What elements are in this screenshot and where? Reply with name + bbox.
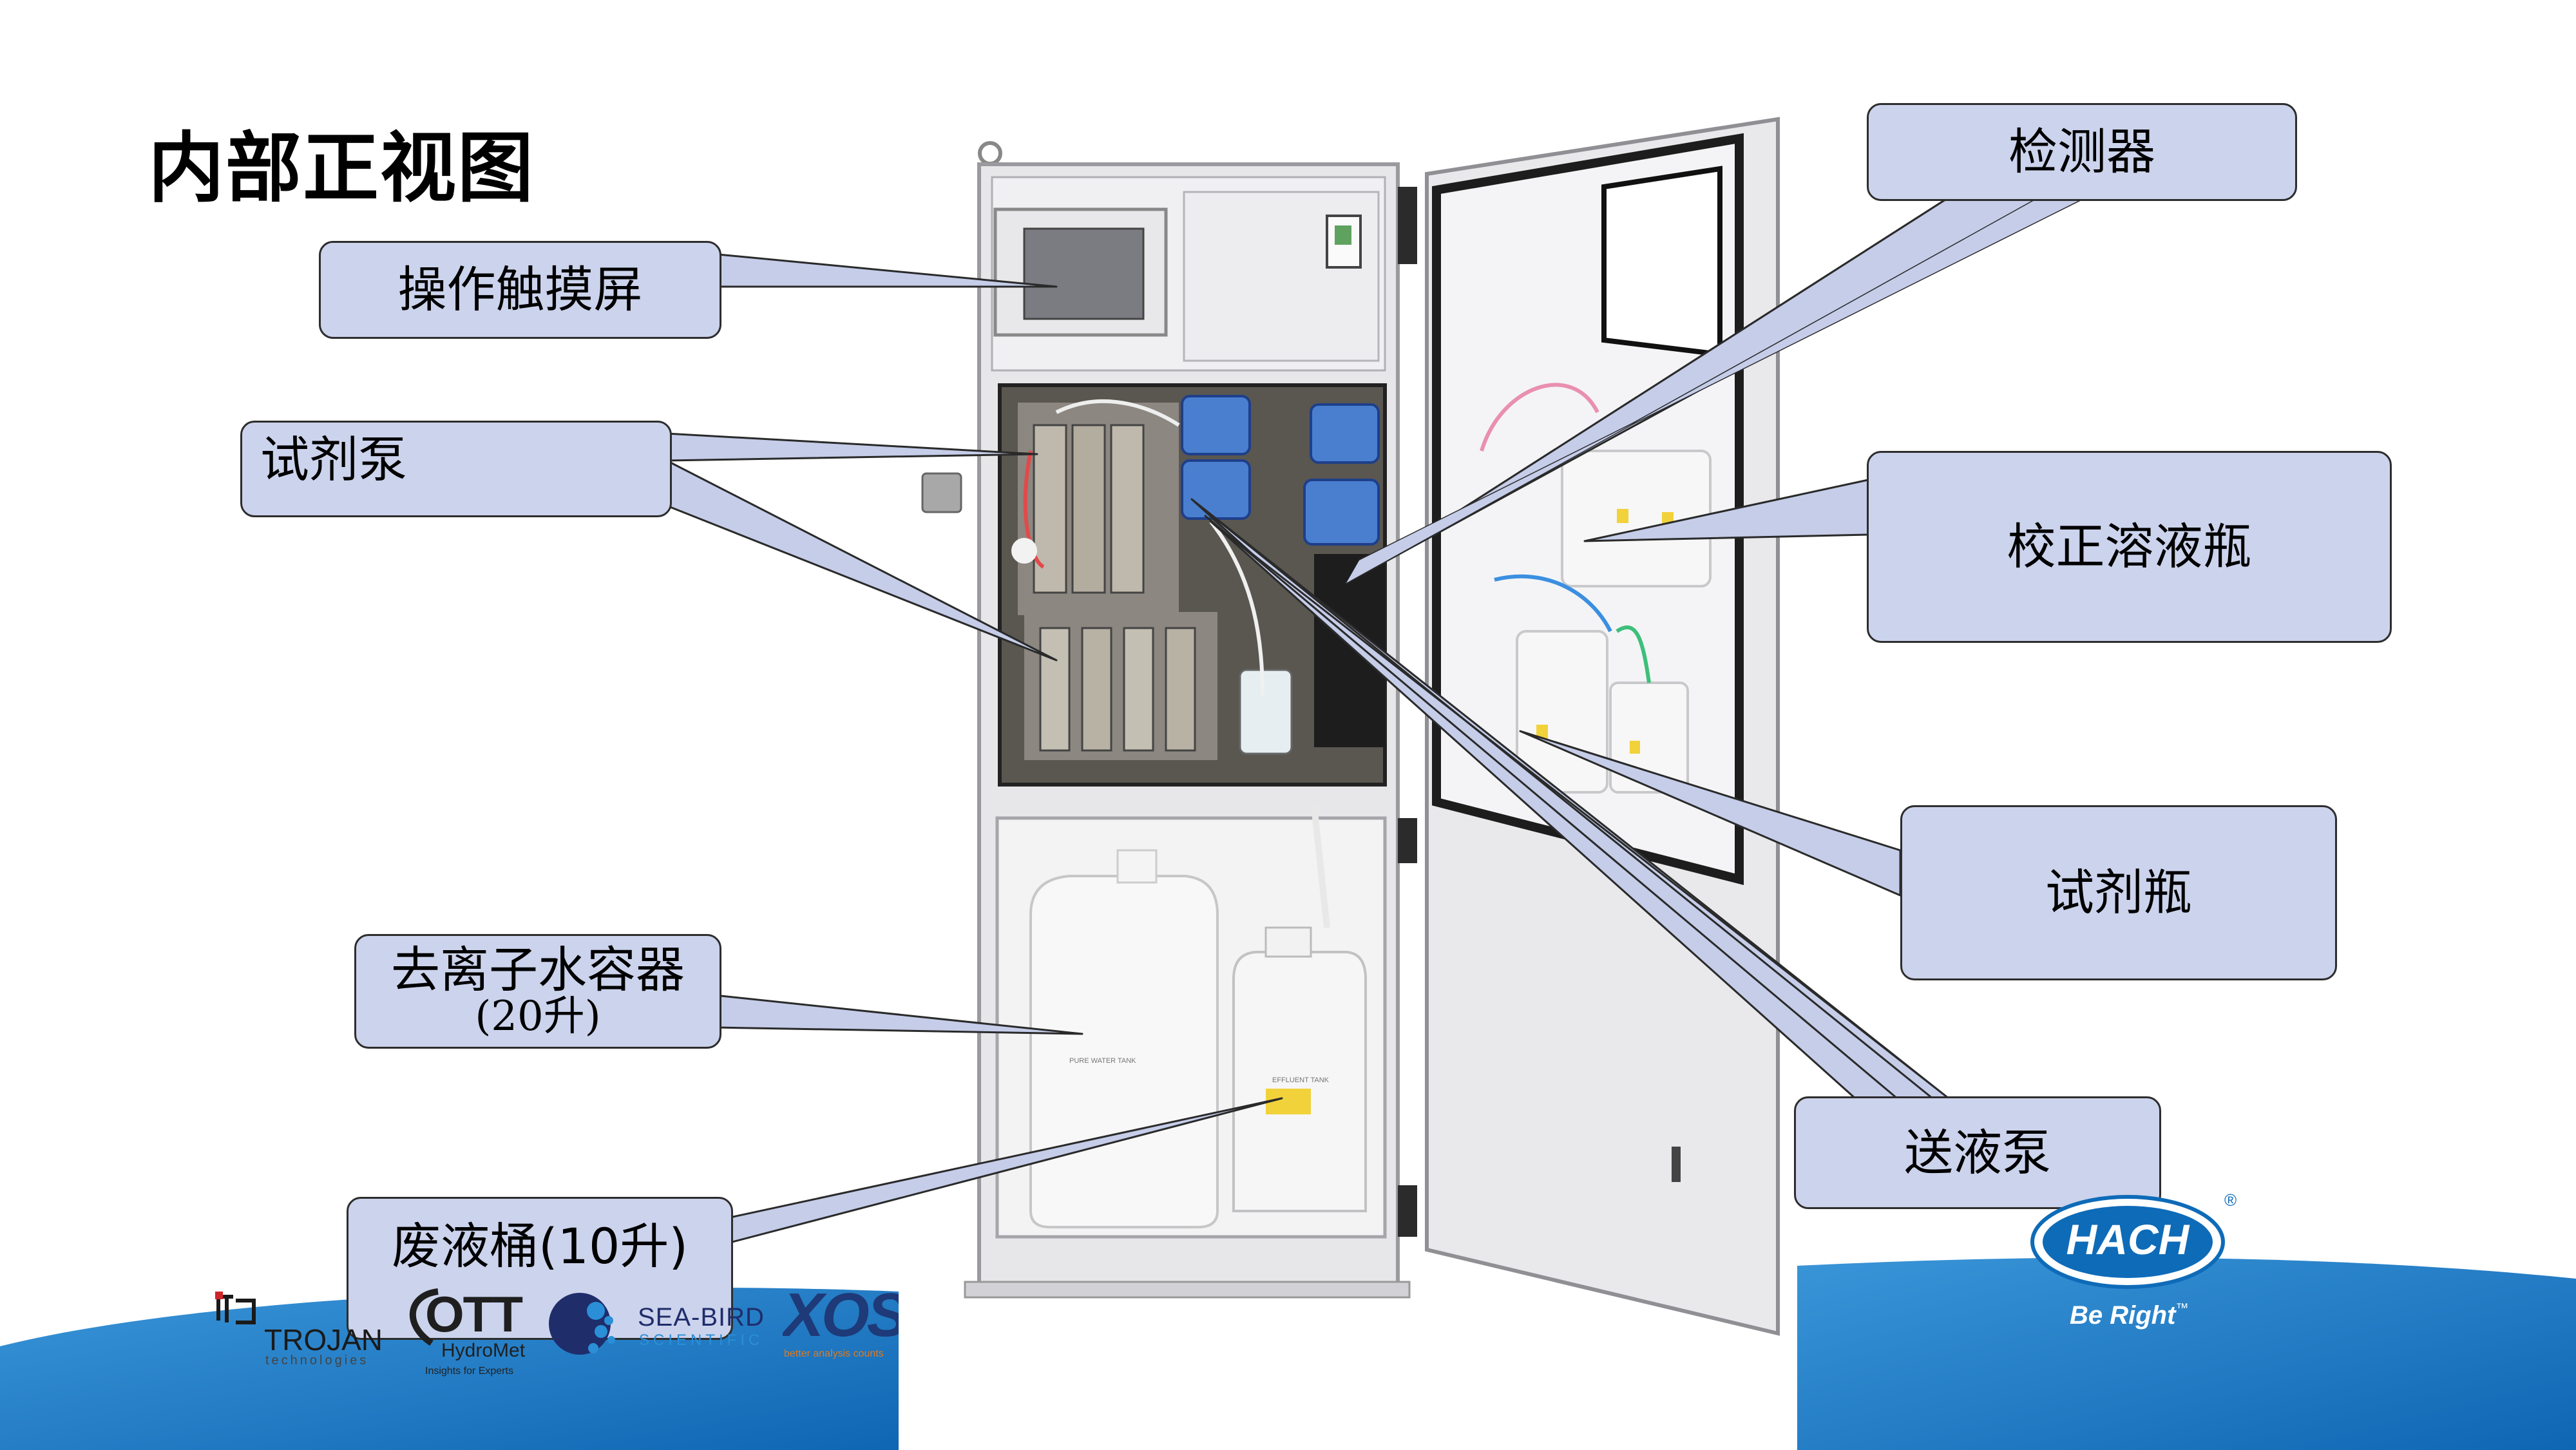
callout-di-water-container: 去离子水容器 (20升) — [354, 934, 721, 1049]
leader-calibration — [1583, 479, 1869, 542]
hach-tagline: Be Right — [2070, 1301, 2176, 1330]
callout-calibration-bottle: 校正溶液瓶 — [1867, 451, 2392, 643]
leader-reagent-pump-upper — [665, 432, 1038, 462]
seabird-sub: SCIENTIFIC — [639, 1331, 764, 1349]
hach-logo: HACH ® Be Right™ — [2028, 1190, 2247, 1339]
deionized-water-container — [1029, 875, 1219, 1228]
trojan-sub: technologies — [265, 1353, 369, 1368]
trojan-logo: TROJAN technologies — [213, 1292, 383, 1368]
callout-reagent-bottle: 试剂瓶 — [1900, 805, 2337, 980]
xos-name: XOS — [783, 1285, 899, 1350]
callout-reagent-bottle-label: 试剂瓶 — [2045, 864, 2192, 922]
leader-waste-bucket — [714, 1097, 1283, 1248]
callout-touchscreen: 操作触摸屏 — [319, 241, 721, 339]
seabird-dots-icon — [549, 1293, 615, 1355]
waste-bucket — [1232, 951, 1367, 1212]
leader-transfer-pump-b — [1210, 520, 1950, 1100]
callout-di-water-line2: (20升) — [475, 993, 601, 1041]
touchscreen-display — [1023, 227, 1145, 320]
callout-touchscreen-label: 操作触摸屏 — [397, 261, 643, 319]
leader-touchscreen — [717, 253, 1058, 288]
ott-logo: OTT HydroMet Insights for Experts — [399, 1285, 548, 1382]
ott-tagline: Insights for Experts — [425, 1366, 513, 1377]
hach-name: HACH — [2066, 1216, 2190, 1263]
trojan-name: TROJAN — [264, 1323, 383, 1357]
callout-detector-label: 检测器 — [2008, 123, 2155, 181]
callout-waste-bucket-label: 废液桶(10升) — [391, 1217, 688, 1275]
ott-name: OTT — [425, 1286, 523, 1342]
xos-logo: XOS better analysis counts — [783, 1285, 899, 1369]
callout-calibration-bottle-label: 校正溶液瓶 — [2007, 518, 2252, 576]
callout-detector: 检测器 — [1867, 103, 2297, 201]
hach-tagline-row: Be Right™ — [2070, 1301, 2188, 1330]
ott-sub: HydroMet — [441, 1340, 526, 1361]
ott-swoosh-icon — [409, 1288, 439, 1346]
leader-reagent-pump-lower — [665, 459, 1058, 662]
seabird-name: SEA-BIRD — [638, 1303, 765, 1331]
callout-di-water-line1: 去离子水容器 — [391, 940, 685, 998]
callout-reagent-pump: 试剂泵 — [240, 421, 672, 517]
xos-tagline: better analysis counts — [784, 1348, 884, 1359]
hach-trademark: ™ — [2175, 1301, 2189, 1315]
callout-transfer-pump-label: 送液泵 — [1904, 1123, 2051, 1181]
seabird-logo: SEA-BIRD SCIENTIFIC — [544, 1285, 770, 1369]
pure-water-tank-label: PURE WATER TANK — [1069, 1057, 1136, 1065]
page-title: 内部正视图 — [148, 124, 535, 213]
callout-reagent-pump-label: 试剂泵 — [260, 431, 407, 488]
effluent-tank-label: EFFLUENT TANK — [1272, 1076, 1330, 1084]
right-wave — [1797, 1257, 2576, 1450]
trojan-mark-icon — [215, 1292, 256, 1324]
leader-di-container — [714, 994, 1083, 1035]
hach-registered-mark: ® — [2224, 1190, 2237, 1210]
callout-transfer-pump: 送液泵 — [1794, 1096, 2161, 1209]
hach-oval-icon — [2030, 1195, 2225, 1289]
